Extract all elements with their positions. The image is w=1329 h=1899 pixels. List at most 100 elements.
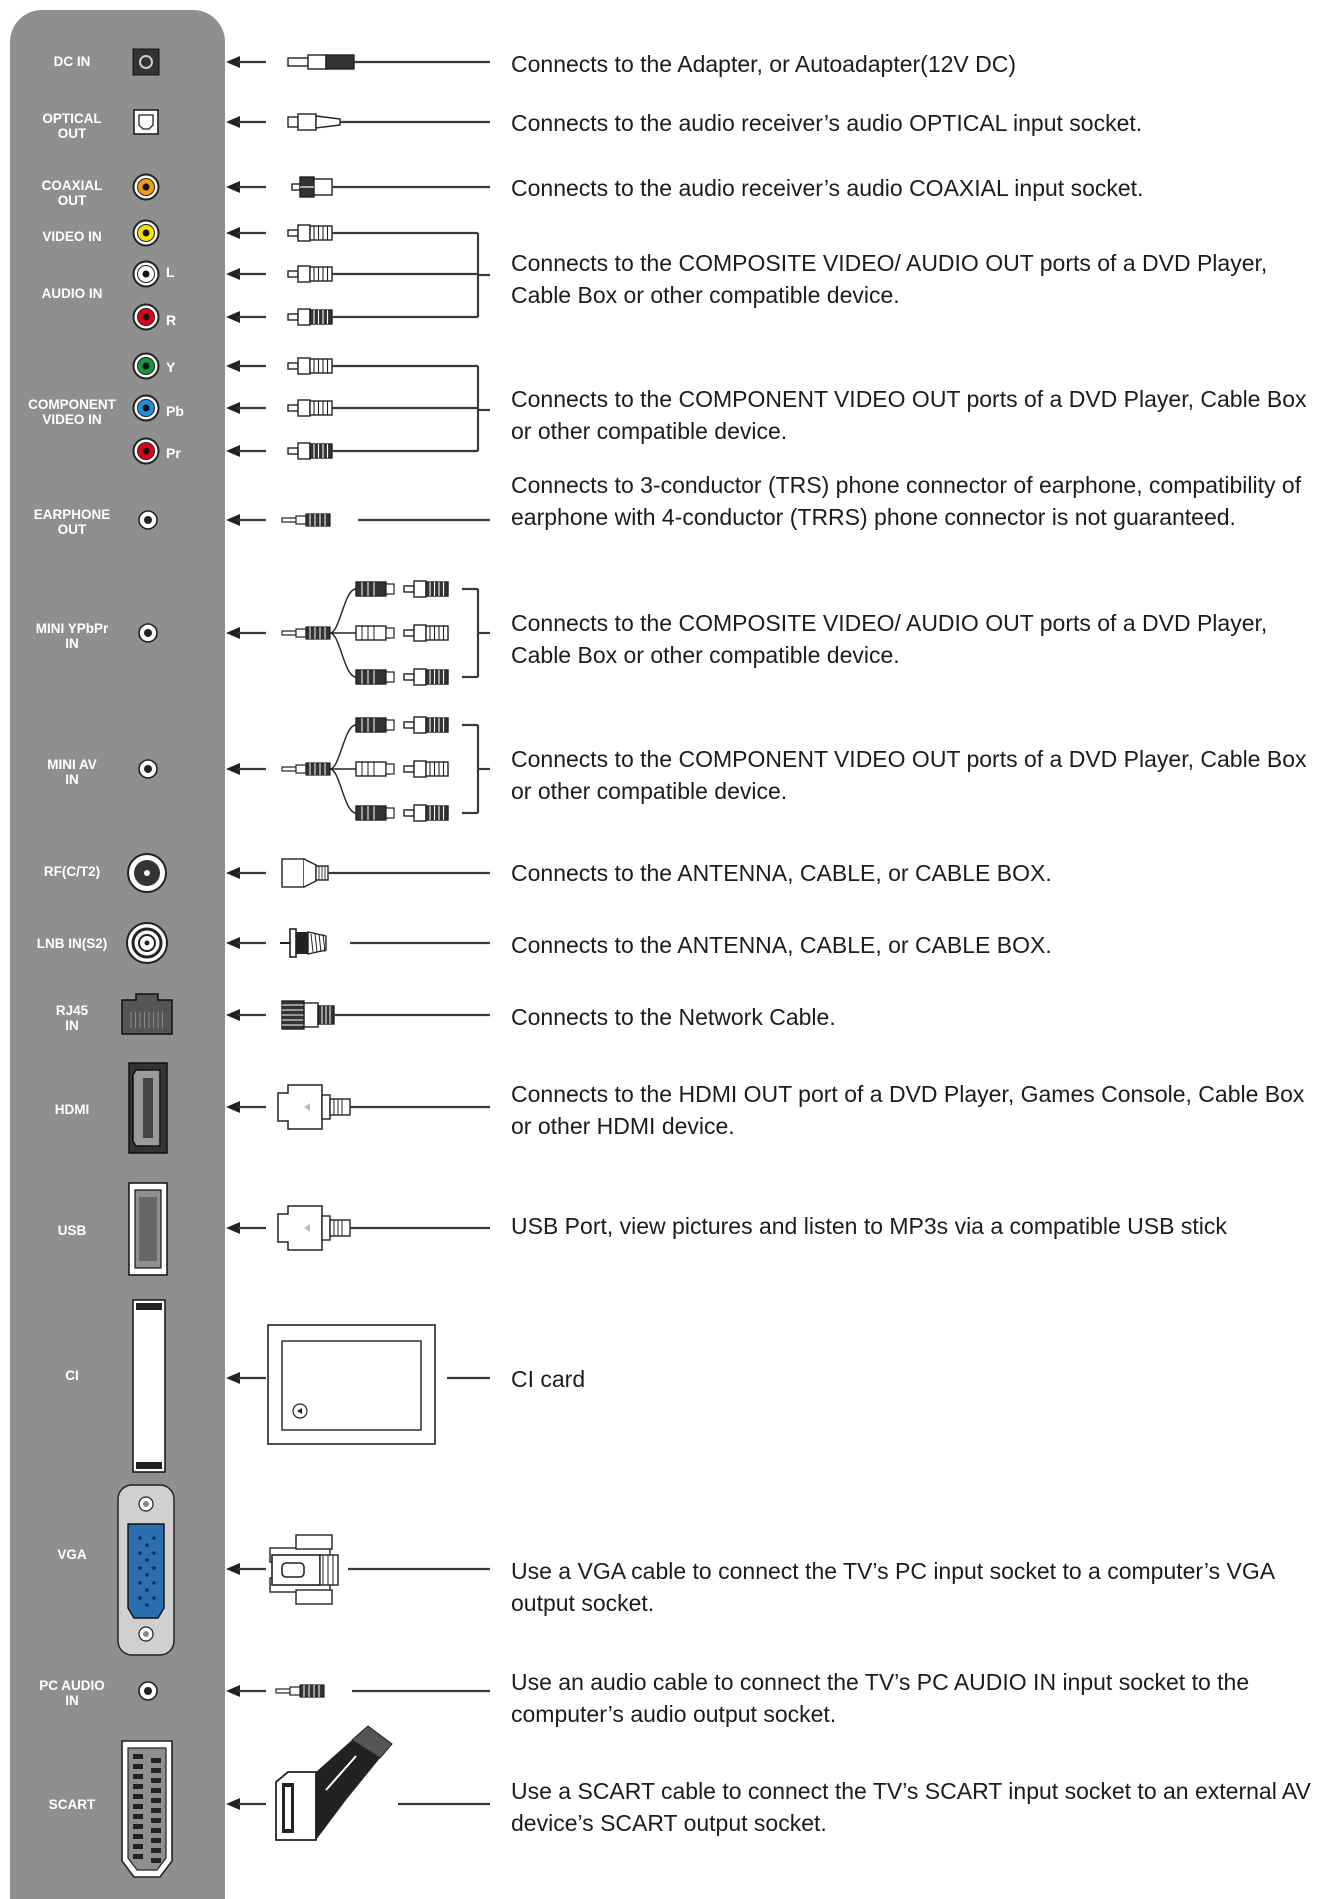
arrow bbox=[226, 1009, 266, 1021]
scart-pin-right bbox=[151, 1828, 161, 1833]
rca-pin bbox=[142, 447, 150, 455]
dc-jack-hole bbox=[139, 55, 153, 69]
rca-jack bbox=[132, 352, 160, 380]
scart-pin-left bbox=[133, 1784, 143, 1789]
f-plug-ridge bbox=[314, 933, 318, 953]
mini-av-bracket bbox=[462, 723, 490, 815]
rca-plug-body bbox=[309, 309, 333, 325]
mini-plug-tip bbox=[281, 630, 297, 636]
rca-plug-body bbox=[425, 805, 449, 821]
description-vga: Use a VGA cable to connect the TV’s PC i… bbox=[511, 1558, 1274, 1616]
arrow-head bbox=[226, 445, 240, 457]
scart-plug-cable bbox=[351, 1725, 393, 1759]
female-plug-body bbox=[355, 625, 387, 641]
arrow-head bbox=[226, 1798, 240, 1810]
vga-pin bbox=[152, 1596, 156, 1600]
description-rf: Connects to the ANTENNA, CABLE, or CABLE… bbox=[511, 860, 1052, 886]
arrow bbox=[226, 227, 266, 239]
rf-plug-neck bbox=[303, 858, 317, 888]
usb-plug-mark bbox=[304, 1224, 310, 1232]
arrow-head bbox=[226, 627, 240, 639]
arrow bbox=[226, 1101, 266, 1113]
vga-pin bbox=[145, 1543, 149, 1547]
arrow bbox=[226, 867, 266, 879]
female-plug-body bbox=[355, 805, 387, 821]
ci-card-arrow bbox=[297, 1408, 302, 1414]
scart-pin-left bbox=[133, 1844, 143, 1849]
scart-pin-right bbox=[151, 1858, 161, 1863]
vga-pin bbox=[138, 1551, 142, 1555]
rca-plug bbox=[403, 716, 449, 734]
rj45-plug-latch bbox=[303, 1002, 319, 1028]
channel-label-y: Y bbox=[166, 359, 176, 375]
scart-pin-right bbox=[151, 1808, 161, 1813]
port-label-component-video-in: COMPONENT VIDEO IN bbox=[28, 397, 116, 427]
f-plug-ridge bbox=[310, 933, 314, 953]
vga-plug-face bbox=[281, 1562, 305, 1578]
mini-plug-tip bbox=[281, 766, 297, 772]
arrow bbox=[226, 763, 266, 775]
rca-pin bbox=[142, 404, 150, 412]
female-plug-socket bbox=[385, 719, 395, 731]
rca-plug-collar bbox=[297, 308, 311, 326]
rca-pin bbox=[142, 313, 150, 321]
lnb-jack-pin bbox=[144, 940, 150, 946]
arrow bbox=[226, 56, 266, 68]
arrow-head bbox=[226, 181, 240, 193]
mini-jack-hole bbox=[144, 629, 152, 637]
rca-plug bbox=[403, 804, 449, 822]
rf-plug-head bbox=[281, 858, 305, 888]
rca-plug bbox=[403, 580, 449, 598]
mini-jack-hole bbox=[144, 516, 152, 524]
mini-jack bbox=[138, 1681, 158, 1701]
arrow-head bbox=[226, 311, 240, 323]
port-label-mini-ypbpr-in: MINI YPbPr IN bbox=[35, 621, 109, 651]
scart-pin-right bbox=[151, 1798, 161, 1803]
scart-pin-left bbox=[133, 1774, 143, 1779]
mini-ypbpr-female-plug bbox=[355, 669, 395, 685]
arrow bbox=[226, 937, 266, 949]
arrow bbox=[226, 514, 266, 526]
female-plug-body bbox=[355, 761, 387, 777]
scart-plug-highlight bbox=[325, 1755, 357, 1791]
rca-plug-tip bbox=[287, 404, 299, 412]
description-usb: USB Port, view pictures and listen to MP… bbox=[511, 1213, 1227, 1239]
dc-plug-collar bbox=[307, 54, 327, 70]
mini-av-female-plug bbox=[355, 717, 395, 733]
mini-plug-body bbox=[305, 626, 331, 640]
rca-plug bbox=[287, 308, 333, 326]
mini-plug-tip bbox=[281, 517, 297, 523]
coax-plug-tip bbox=[291, 183, 301, 191]
description-lnb-in: Connects to the ANTENNA, CABLE, or CABLE… bbox=[511, 932, 1052, 958]
hdmi-jack-tongue bbox=[143, 1078, 153, 1138]
mini-av-female-plug bbox=[355, 805, 395, 821]
rj45-plug bbox=[281, 1000, 335, 1030]
scart-plug bbox=[275, 1725, 393, 1841]
female-plug-socket bbox=[385, 807, 395, 819]
rca-plug bbox=[287, 357, 333, 375]
rca-plug-tip bbox=[403, 809, 415, 817]
hdmi-plug-strain-relief bbox=[321, 1094, 331, 1120]
arrow-head bbox=[226, 1009, 240, 1021]
rca-pin bbox=[142, 270, 150, 278]
port-label-rf: RF(C/T2) bbox=[43, 864, 101, 879]
mini-jack bbox=[138, 510, 158, 530]
rca-plug-collar bbox=[297, 357, 311, 375]
rca-plug bbox=[403, 624, 449, 642]
mini-jack bbox=[138, 623, 158, 643]
rca-plug-collar bbox=[413, 760, 427, 778]
ci-slot-frame bbox=[132, 1299, 166, 1473]
scart-pin-right bbox=[151, 1818, 161, 1823]
rca-plug bbox=[287, 399, 333, 417]
description-ci: CI card bbox=[511, 1366, 586, 1392]
arrow bbox=[226, 627, 266, 639]
ci-slot bbox=[132, 1299, 166, 1473]
arrow-head bbox=[226, 1685, 240, 1697]
scart-pin-right bbox=[151, 1848, 161, 1853]
usb-plug-strain-relief bbox=[321, 1215, 331, 1241]
scart-pin-right bbox=[151, 1758, 161, 1763]
description-mini-av: Connects to the COMPONENT VIDEO OUT port… bbox=[511, 746, 1307, 804]
mini-plug bbox=[281, 762, 331, 776]
description-dc-in: Connects to the Adapter, or Autoadapter(… bbox=[511, 51, 1017, 77]
